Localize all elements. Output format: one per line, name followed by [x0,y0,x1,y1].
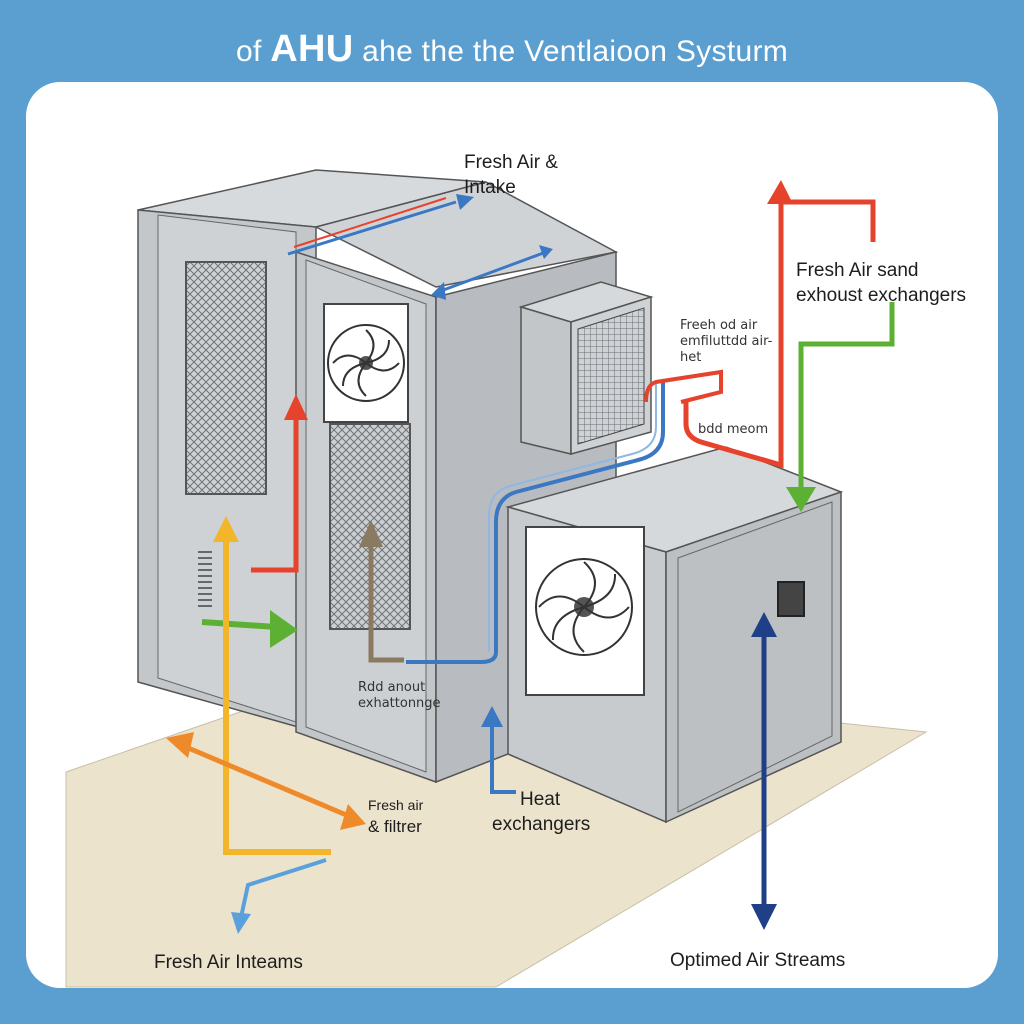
blue-duct [406,382,665,664]
red-duct [644,369,723,404]
label-line: exchangers [492,814,591,835]
label-exchangers-top: Fresh Air sand exhoust exchangers [796,258,966,308]
label-line: & filtrer [368,817,422,836]
title-prefix: of [235,35,262,68]
label-line: Fresh air [368,797,424,813]
label-heat-exchangers: Heat exchangers [492,787,590,837]
label-bottom-left: Fresh Air Inteams [154,952,303,973]
label-small-note-2: bdd meom [698,422,769,437]
label-line: Heat [520,789,561,810]
title-rest: ahe the the Ventlaioon Systurm [362,35,789,68]
label-line: Fresh Air sand [796,260,919,281]
label-bottom-right: Optimed Air Streams [670,950,846,971]
label-line: Fresh Air & [464,152,558,173]
label-line: Rdd anout [358,680,426,695]
label-line: het [680,350,702,365]
label-line: Intake [464,177,516,198]
heat-exchanger-cube [505,446,844,824]
diagram-title: of AHU ahe the the Ventlaioon Systurm [0,28,1024,71]
label-small-note-1: Freeh od air emfiluttdd air- het [680,318,772,366]
title-main: AHU [270,28,354,70]
label-line: exhoust exchangers [796,285,967,306]
label-line: exhattonnge [358,696,441,711]
label-line: emfiluttdd air- [680,334,773,349]
label-fresh-air-filter: Fresh air & filtrer [368,794,423,838]
label-small-note-3: Rdd anout exhattonnge [358,680,441,712]
label-fresh-air-intake: Fresh Air & Intake [464,150,558,200]
main-ahu-unit [137,169,619,784]
diagram-panel: Fresh Air & Intake Fresh Air sand exhous… [26,82,998,988]
label-line: Freeh od air [680,318,758,333]
grille-box [518,281,654,455]
ahu-illustration [65,169,928,988]
